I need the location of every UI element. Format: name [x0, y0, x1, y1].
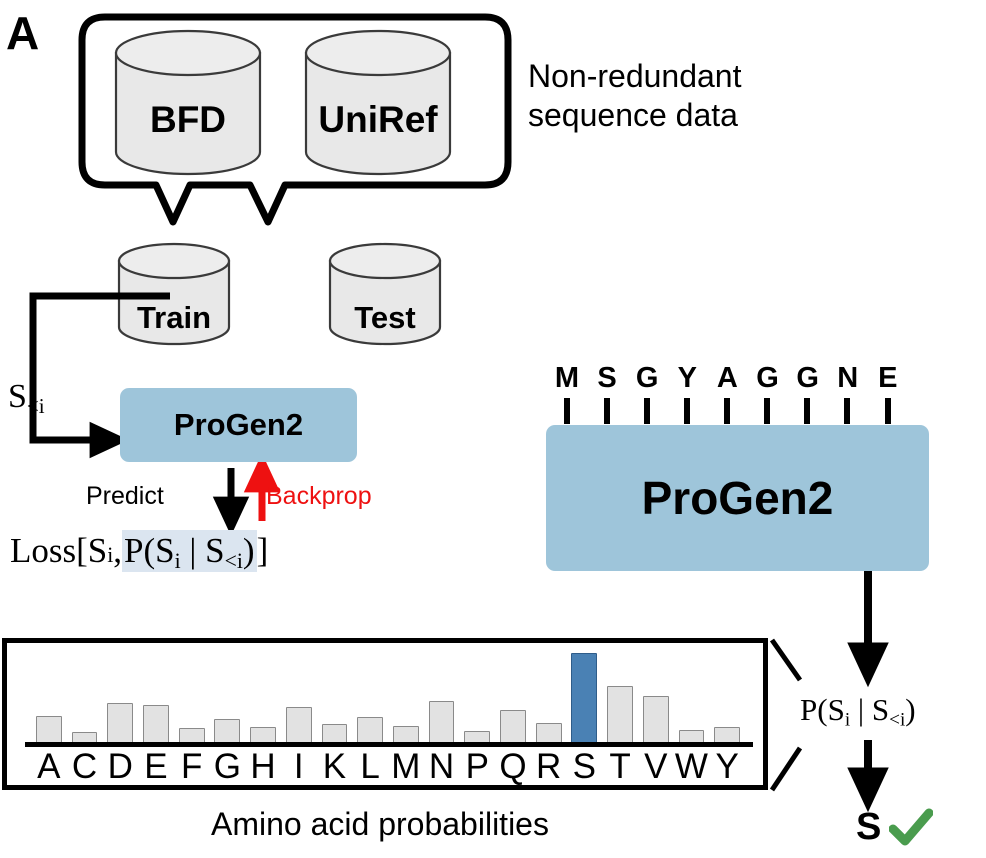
chart-category-label: S	[572, 747, 597, 786]
data-sources-caption: Non-redundant sequence data	[528, 58, 742, 134]
database-label-bfd: BFD	[149, 99, 227, 140]
chart-bar	[178, 727, 205, 743]
chart-category-label: M	[391, 747, 421, 786]
chart-baseline-axis	[25, 742, 753, 747]
chart-bar	[500, 709, 526, 743]
sequence-tick-marks	[564, 398, 891, 424]
chart-category-label: G	[213, 747, 241, 786]
chart-bar	[428, 700, 455, 743]
prob-sub1: i	[844, 709, 851, 731]
chart-bar	[571, 653, 598, 743]
sequence-letter: G	[756, 362, 779, 394]
chart-category-label: E	[144, 747, 168, 786]
loss-highlighted-term: P(Si | S<i)	[122, 530, 257, 572]
chart-bar	[35, 716, 62, 743]
chart-bar	[607, 686, 633, 743]
progen2-inference-box[interactable]: ProGen2	[546, 425, 929, 571]
sequence-letter: M	[554, 362, 580, 394]
chart-bar	[107, 703, 134, 743]
chart-expander-lines	[769, 638, 803, 792]
sequence-letter: E	[878, 362, 898, 394]
loss-comma: ,	[113, 531, 123, 570]
chart-category-label: D	[107, 747, 133, 786]
split-label-train: Train	[136, 300, 212, 335]
loss-prob-open: P(S	[124, 531, 175, 570]
chart-bar	[678, 729, 705, 743]
chart-title: Amino acid probabilities	[211, 806, 549, 842]
chart-category-label: Y	[715, 747, 739, 786]
loss-suffix: ]	[256, 531, 269, 570]
chart-bars	[31, 653, 745, 743]
loss-prob-sub2: <i	[224, 549, 243, 574]
chart-category-label: W	[674, 747, 708, 786]
chart-bar	[535, 723, 562, 743]
predict-label: Predict	[86, 482, 164, 510]
chart-category-label: F	[180, 747, 203, 786]
split-label-test: Test	[354, 300, 416, 335]
chart-category-label: P	[465, 747, 489, 786]
chart-bar	[357, 716, 383, 743]
sequence-letter: G	[635, 362, 659, 394]
training-input-label: S<i	[8, 378, 45, 416]
chart-category-label: T	[609, 747, 631, 786]
progen2-training-label: ProGen2	[173, 407, 304, 442]
chart-category-label: L	[360, 747, 380, 786]
training-input-symbol: S	[8, 378, 27, 415]
progen2-training-box[interactable]: ProGen2	[120, 388, 357, 462]
chart-bar	[214, 718, 241, 743]
training-input-subscript: <i	[26, 393, 45, 418]
prob-close: )	[905, 692, 916, 727]
chart-bar	[143, 705, 169, 743]
progen2-inference-label: ProGen2	[641, 472, 834, 524]
chart-category-label: V	[644, 747, 668, 786]
prob-open: P(S	[800, 692, 845, 727]
conditional-probability-label: P(Si | S<i)	[800, 692, 916, 731]
loss-target: S	[87, 531, 108, 570]
chart-category-label: N	[428, 747, 455, 786]
loss-prefix: Loss[	[10, 531, 88, 570]
loss-prob-sub1: i	[174, 549, 181, 574]
chart-bar	[250, 726, 276, 743]
chart-category-label: K	[322, 747, 347, 786]
chart-category-label: H	[250, 747, 276, 786]
chart-bar	[321, 724, 348, 743]
chart-category-label: A	[37, 747, 61, 786]
chart-bar	[285, 707, 312, 743]
loss-prob-close: )	[242, 531, 255, 570]
sequence-letter: Y	[677, 362, 697, 394]
prob-mid: | S	[850, 692, 890, 727]
check-icon	[889, 808, 934, 845]
chart-category-label: Q	[499, 747, 527, 786]
chart-category-label: R	[536, 747, 562, 786]
prob-sub2: <i	[889, 709, 906, 731]
chart-bar	[714, 726, 740, 743]
chart-bar	[642, 696, 669, 743]
loss-prob-mid: | S	[180, 531, 225, 570]
chart-bar	[392, 725, 419, 743]
sampled-amino-acid: S	[856, 806, 882, 848]
panel-label: A	[6, 7, 39, 59]
chart-category-label: I	[293, 747, 304, 786]
sampled-result: S	[856, 806, 934, 849]
sequence-letter: G	[796, 362, 819, 394]
sequence-letter: A	[716, 362, 738, 394]
sequence-letter: N	[837, 362, 859, 394]
backprop-label: Backprop	[266, 482, 372, 510]
database-label-uniref: UniRef	[318, 99, 438, 140]
sequence-letter: S	[597, 362, 617, 394]
chart-category-label: C	[71, 747, 98, 786]
